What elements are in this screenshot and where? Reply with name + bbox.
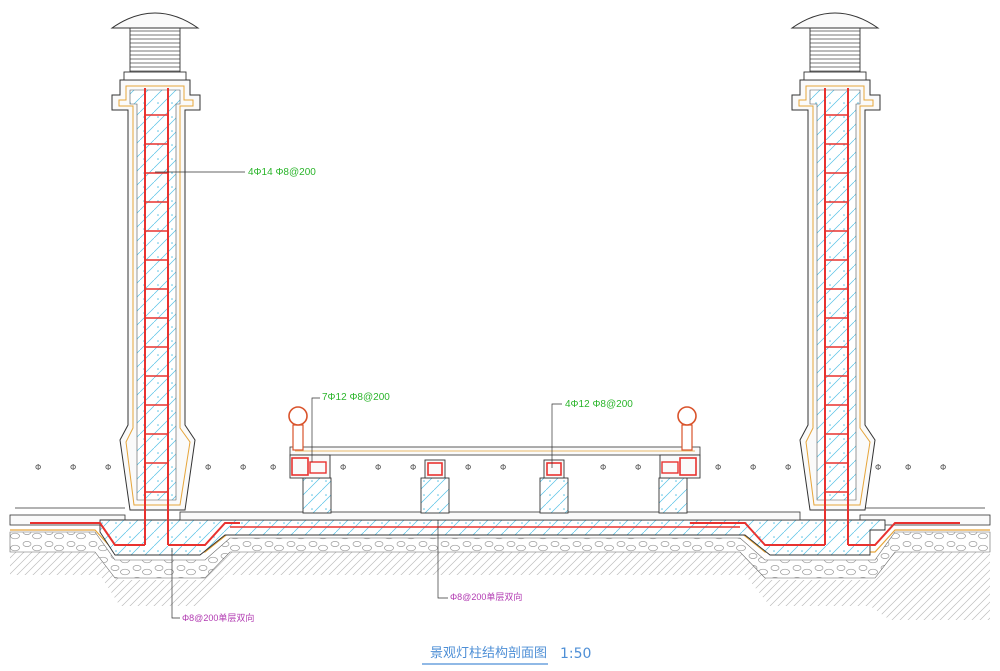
soil-hatch [10,548,990,620]
label-column-rebar: 4Φ14 Φ8@200 [248,167,316,178]
soil-symbol: Φ [500,463,506,472]
connection-beam [289,446,701,456]
label-small-pier-left: 7Φ12 Φ8@200 [322,392,390,403]
small-piers [302,477,688,514]
right-lamp-column [790,12,881,545]
soil-symbol: Φ [465,463,471,472]
soil-symbol: Φ [600,463,606,472]
gravel-layer [9,531,991,579]
soil-symbol: Φ [240,463,246,472]
soil-symbol: Φ [750,463,756,472]
slab-top-surface [179,511,801,521]
soil-symbol: Φ [905,463,911,472]
soil-symbol: Φ [35,463,41,472]
soil-symbol: Φ [105,463,111,472]
soil-symbol: Φ [635,463,641,472]
soil-symbol: Φ [875,463,881,472]
leader-lines [155,171,562,619]
label-small-pier-mid: 4Φ12 Φ8@200 [565,399,633,410]
slab-concrete [99,519,886,556]
soil-symbol: Φ [410,463,416,472]
soil-symbol: Φ [340,463,346,472]
left-lamp-column [110,12,201,545]
soil-symbol: Φ [785,463,791,472]
label-slab-rebar-mid: Φ8@200单层双向 [450,591,522,602]
label-slab-rebar-left: Φ8@200单层双向 [182,612,254,623]
drawing-title: 景观灯柱结构剖面图 [430,646,547,661]
drawing-scale: 1:50 [560,646,591,662]
lamp-posts-small [288,406,697,451]
pier-caps [289,454,701,479]
soil-symbol: Φ [205,463,211,472]
slab-rebar [30,522,960,546]
soil-symbol: Φ [270,463,276,472]
soil-symbol: Φ [70,463,76,472]
soil-symbol: Φ [715,463,721,472]
soil-symbol: Φ [940,463,946,472]
soil-symbol: Φ [375,463,381,472]
